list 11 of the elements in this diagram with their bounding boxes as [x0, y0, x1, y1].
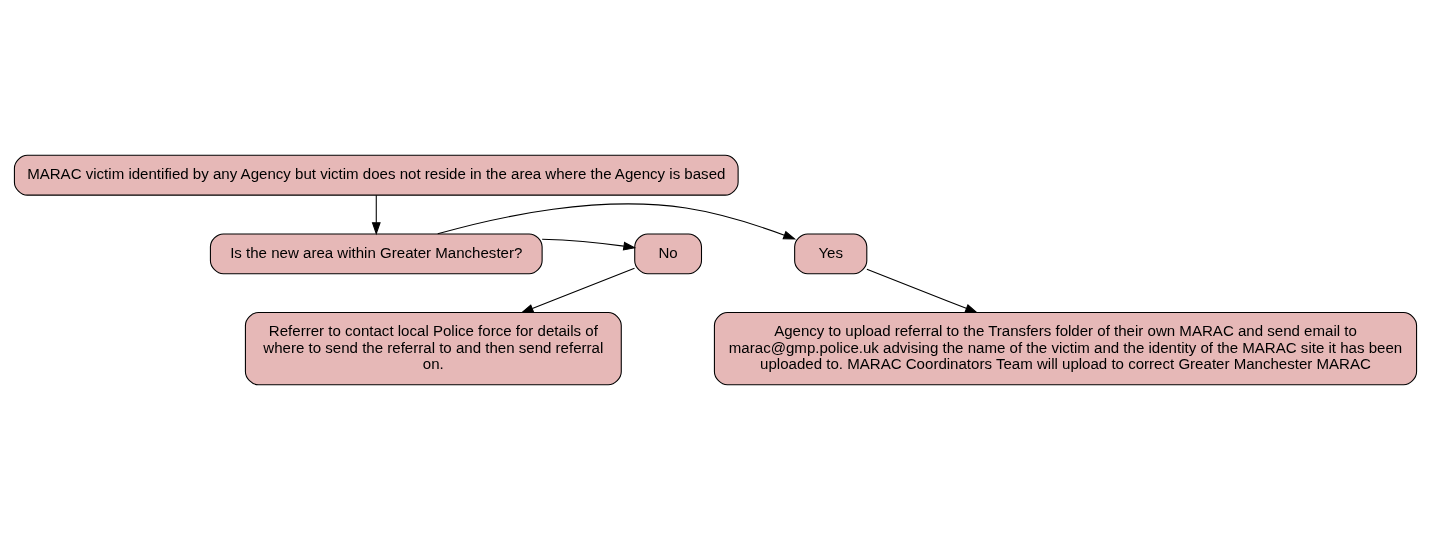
node-box: No — [634, 233, 703, 275]
node-box: MARAC victim identified by any Agency but victim does not reside in the area where the Agency is based — [13, 154, 739, 196]
arrow — [437, 203, 797, 240]
arrow — [866, 268, 979, 314]
node-box: Agency to upload referral to the Transfers folder of their own MARAC and send email to marac@gmp.police.uk advising the name of the victim and the identity of the MARAC site it has been uploaded to. MARAC Coordinators Team will upload to correct Greater Manchester MARAC — [713, 312, 1418, 386]
arrow — [520, 267, 635, 314]
arrow — [371, 194, 381, 236]
node-box: Is the new area within Greater Manchester? — [209, 233, 543, 275]
node-box: Yes — [794, 233, 868, 275]
node-box: Referrer to contact local Police force for details of where to send the referral to and then send referral on. — [244, 312, 622, 386]
arrow — [541, 238, 637, 251]
